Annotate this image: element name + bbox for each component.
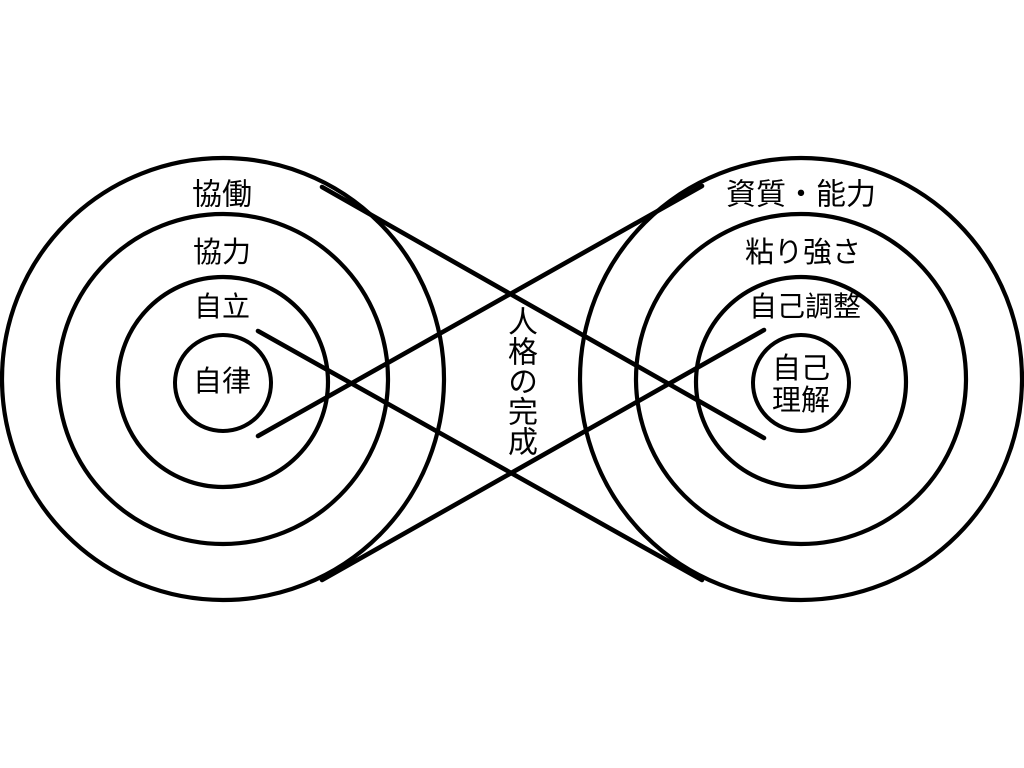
left-ring-1-label: 協働: [192, 178, 252, 213]
right-ring-2: [633, 211, 969, 547]
right-ring-4: [751, 333, 851, 433]
connector-upper-left-inner-to-lower-right-outer: [255, 328, 705, 583]
right-ring-4-label-line1: 自己: [772, 351, 830, 385]
left-ring-2-label: 協力: [193, 235, 251, 269]
center-vertical-label: 人格の完成: [502, 306, 537, 456]
left-circle-group: [0, 155, 447, 603]
right-ring-3: [693, 274, 909, 490]
right-ring-3-label: 自己調整: [749, 290, 861, 323]
right-ring-4-label-line2: 理解: [772, 383, 830, 417]
connector-upper-left-to-lower-right: [319, 184, 767, 441]
left-ring-4-label: 自律: [193, 364, 251, 398]
left-labels: 協働 協力 自立 自律: [192, 178, 252, 399]
connector-upper-right-inner-to-lower-left-outer: [319, 327, 767, 583]
left-ring-3: [115, 274, 331, 490]
connector-lines: [255, 183, 767, 583]
right-ring-1: [577, 155, 1024, 603]
left-ring-2: [55, 211, 391, 547]
right-labels: 資質・能力 粘り強さ 自己調整 自己 理解: [726, 178, 876, 418]
left-ring-1: [0, 155, 447, 603]
left-ring-3-label: 自立: [194, 290, 250, 323]
connector-upper-right-to-lower-left: [255, 183, 705, 439]
left-ring-4: [173, 333, 273, 433]
right-ring-2-label: 粘り強さ: [745, 235, 861, 269]
right-circle-group: [577, 155, 1024, 603]
right-ring-1-label: 資質・能力: [726, 178, 876, 213]
